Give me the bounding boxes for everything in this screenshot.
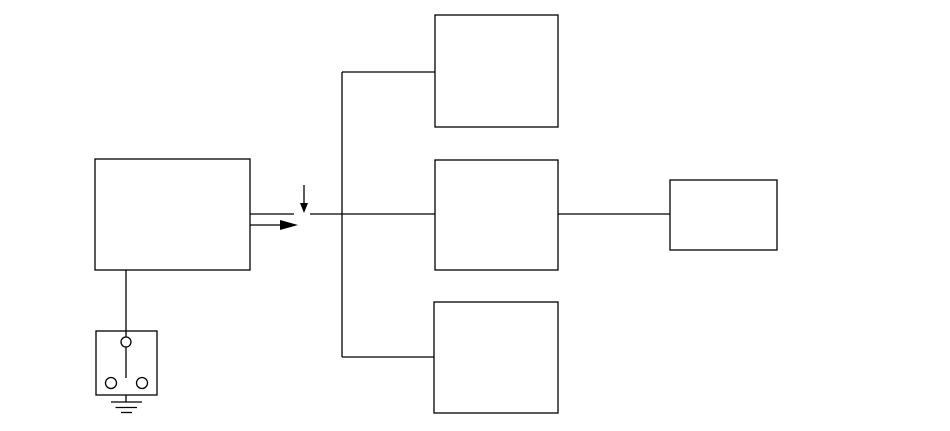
bottom-branch-box [433,301,559,414]
plug-pin-top-icon [120,336,132,348]
top-branch-box [434,14,559,128]
plug-pin-left-icon [104,376,118,390]
right-arrowhead-icon [280,220,298,230]
output-box [669,179,778,251]
source-box [94,158,251,271]
down-arrowhead-icon [300,203,308,213]
middle-branch-box [434,159,559,271]
plug-pin-right-icon [135,376,149,390]
